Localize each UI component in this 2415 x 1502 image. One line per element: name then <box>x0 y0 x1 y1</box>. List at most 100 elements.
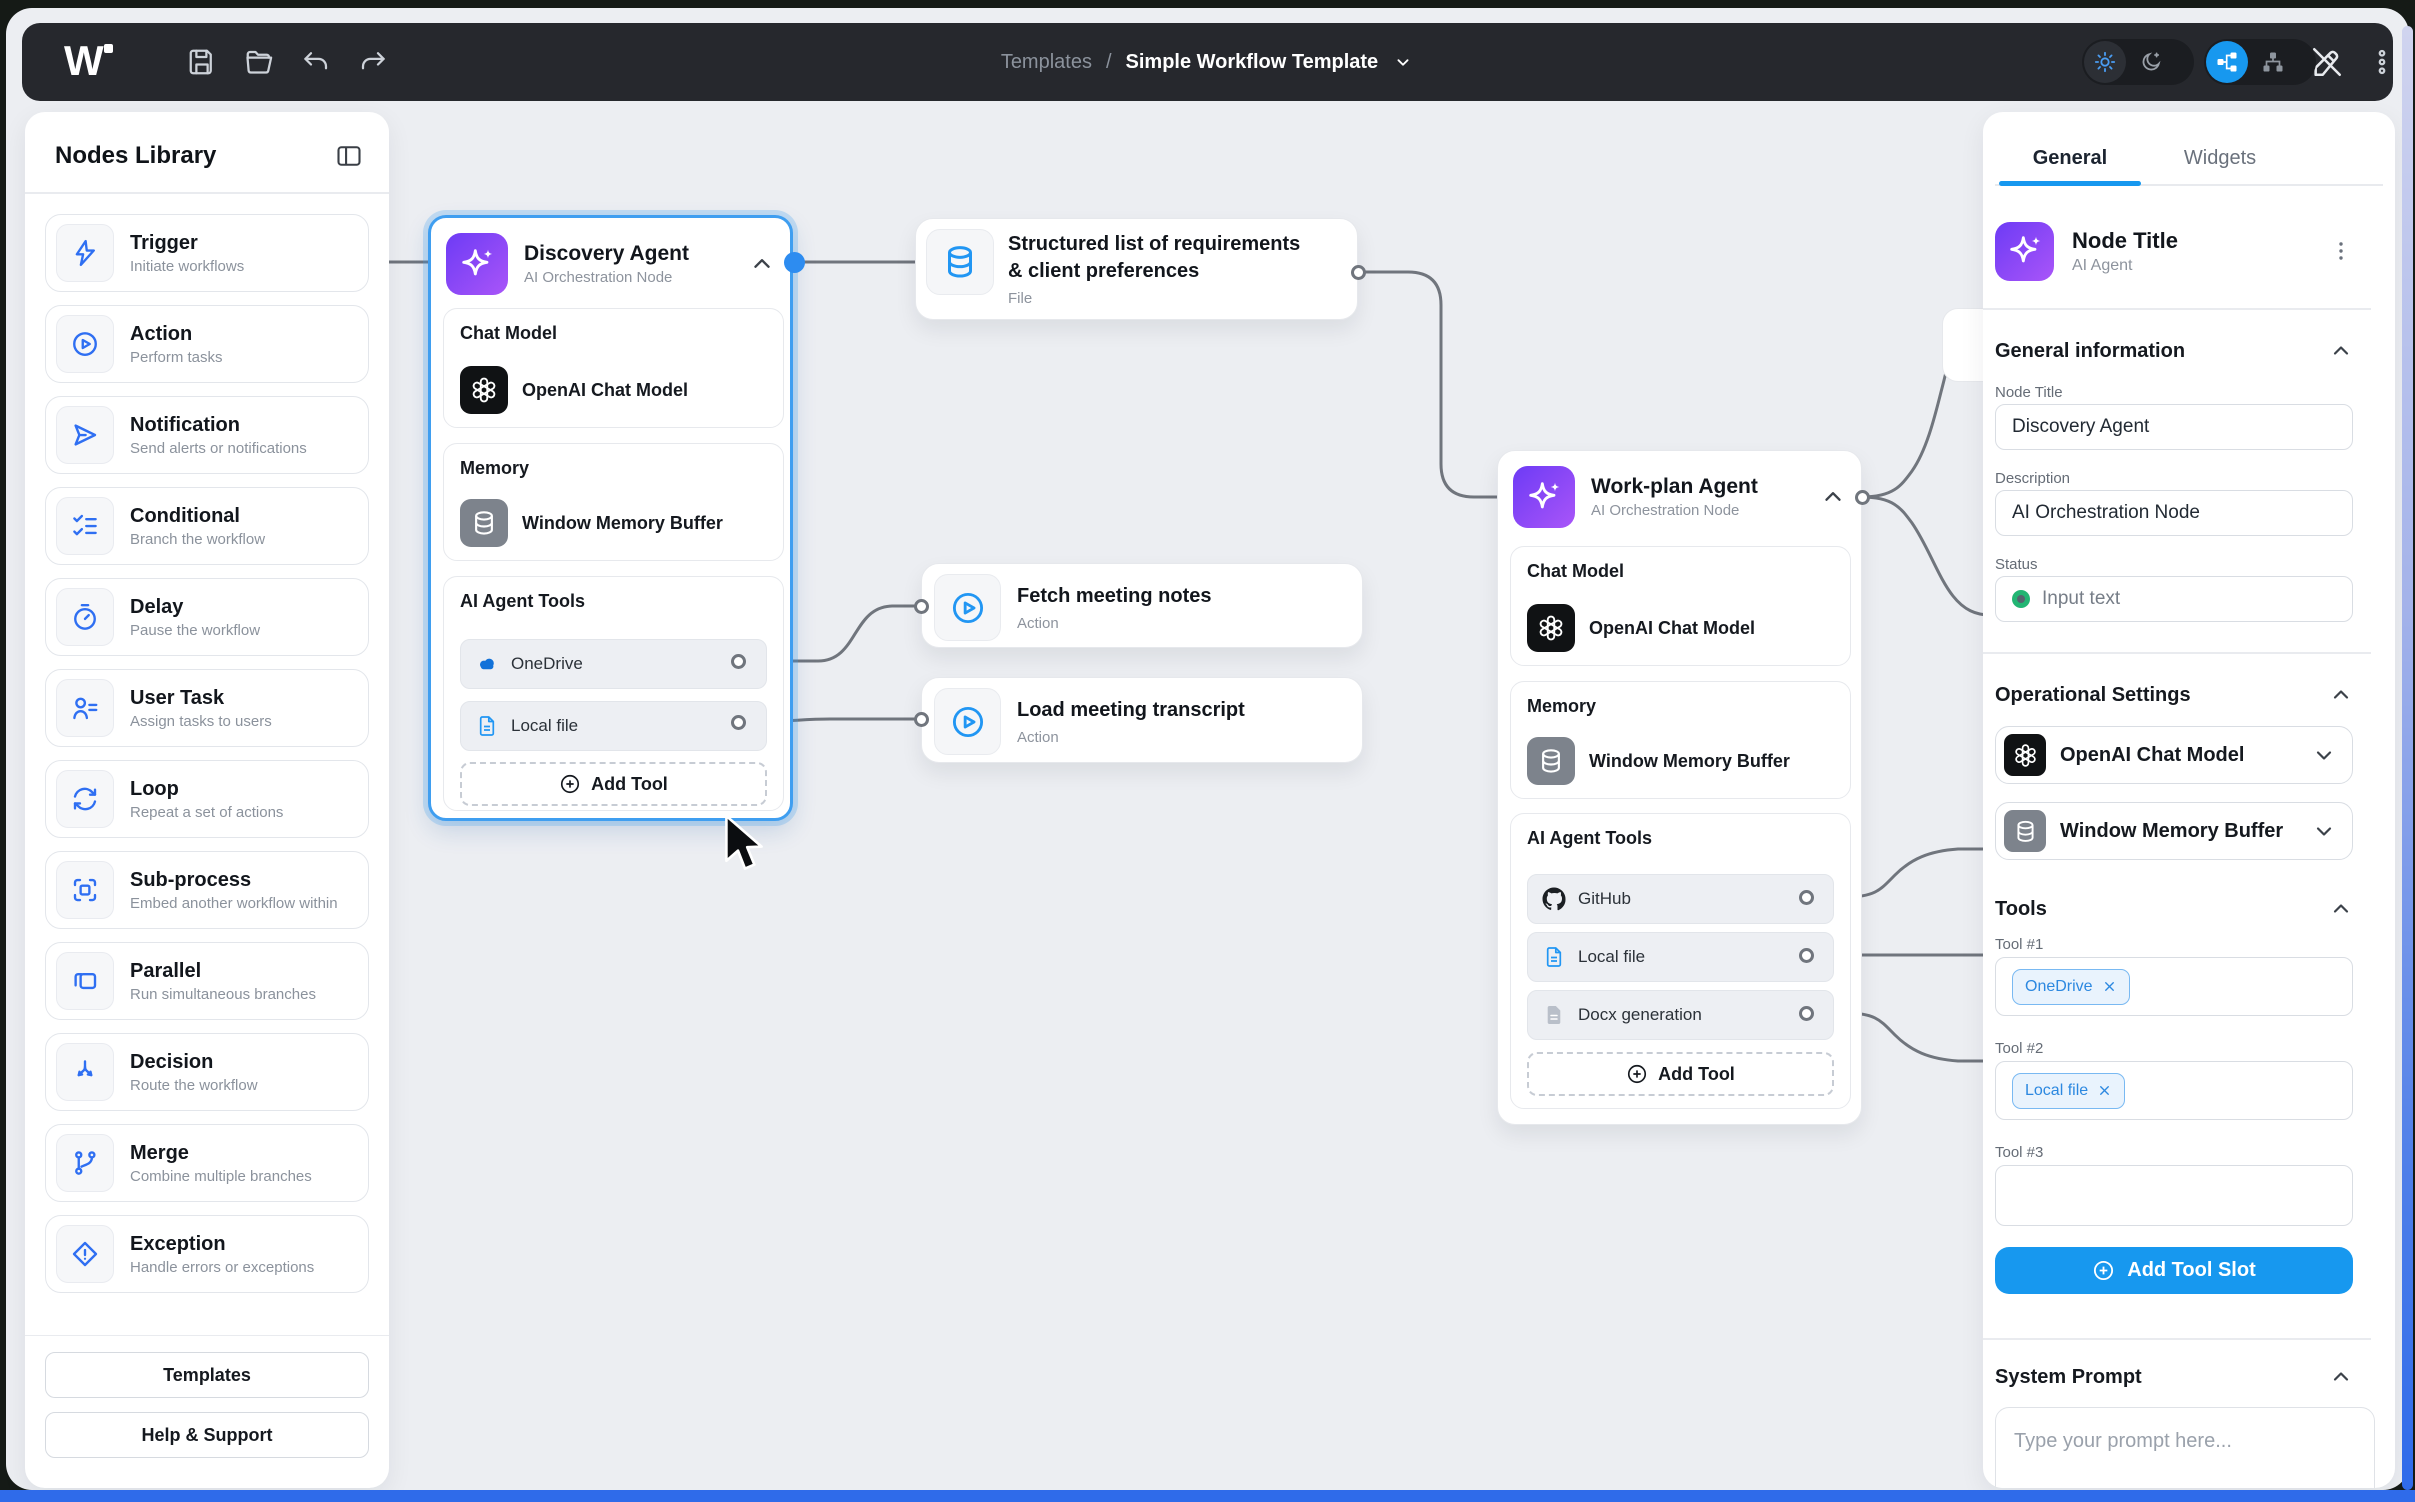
connector-port[interactable] <box>914 712 929 727</box>
section-label: Memory <box>460 458 530 478</box>
chevron-up-icon[interactable] <box>2329 1365 2353 1389</box>
connector-port-selected[interactable] <box>784 252 805 273</box>
app-logo[interactable]: W <box>64 37 113 85</box>
chat-model-section: Chat Model OpenAI Chat Model <box>443 308 784 428</box>
tool-2-label: Tool #2 <box>1995 1040 2044 1057</box>
add-tool-button[interactable]: Add Tool <box>1527 1052 1834 1096</box>
help-support-button[interactable]: Help & Support <box>45 1412 369 1458</box>
connector-port[interactable] <box>731 715 746 730</box>
connector-port[interactable] <box>914 599 929 614</box>
node-title-label: Node Title <box>1995 384 2063 401</box>
breadcrumb-section[interactable]: Templates <box>1000 50 1092 73</box>
chevron-up-icon[interactable] <box>2329 683 2353 707</box>
properties-panel: General Widgets Node Title AI Agent Gene… <box>1983 112 2395 1488</box>
collapse-chevron-icon[interactable] <box>749 251 775 277</box>
connector-port[interactable] <box>1799 1006 1814 1021</box>
dark-mode-button[interactable] <box>2130 41 2172 83</box>
status-dot-icon <box>2012 590 2030 608</box>
node-load-meeting-transcript[interactable]: Load meeting transcript Action <box>921 677 1363 763</box>
memory-select[interactable]: Window Memory Buffer <box>1995 802 2353 860</box>
node-header[interactable]: Work-plan Agent AI Orchestration Node <box>1513 466 1846 528</box>
tool-row-local-file[interactable]: Local file <box>1527 932 1834 982</box>
chevron-up-icon[interactable] <box>2329 339 2353 363</box>
node-title-field[interactable] <box>1995 404 2353 450</box>
node-fetch-meeting-notes[interactable]: Fetch meeting notes Action <box>921 563 1363 648</box>
edit-off-icon[interactable] <box>2310 45 2344 79</box>
tool-chip-local-file[interactable]: Local file <box>2012 1072 2126 1109</box>
node-discovery-agent[interactable]: Discovery Agent AI Orchestration Node Ch… <box>428 215 793 821</box>
operational-settings-header[interactable]: Operational Settings <box>1995 678 2353 712</box>
node-structured-output[interactable]: Structured list of requirements& client … <box>915 218 1358 320</box>
tool-chip-onedrive[interactable]: OneDrive <box>2012 968 2130 1005</box>
section-label: AI Agent Tools <box>460 591 585 611</box>
undo-icon[interactable] <box>301 47 331 77</box>
divider <box>1983 308 2371 310</box>
save-icon[interactable] <box>187 47 217 77</box>
status-field[interactable]: Input text <box>1995 576 2353 622</box>
chat-model-select[interactable]: OpenAI Chat Model <box>1995 726 2353 784</box>
description-field[interactable] <box>1995 490 2353 536</box>
close-icon[interactable] <box>2102 979 2117 994</box>
chat-model-section: Chat Model OpenAI Chat Model <box>1510 546 1851 666</box>
add-tool-label: Add Tool <box>591 773 668 794</box>
github-icon <box>1542 887 1566 911</box>
kebab-menu-icon[interactable] <box>2367 47 2397 77</box>
node-header[interactable]: Discovery Agent AI Orchestration Node <box>446 233 775 295</box>
vertical-layout-button[interactable] <box>2252 41 2294 83</box>
tool-2-field[interactable]: Local file <box>1995 1061 2353 1120</box>
chat-model-value: OpenAI Chat Model <box>1589 617 1755 638</box>
chevron-up-icon[interactable] <box>2329 897 2353 921</box>
connector-port[interactable] <box>1799 890 1814 905</box>
system-prompt-header[interactable]: System Prompt <box>1995 1360 2353 1394</box>
redo-icon[interactable] <box>358 47 388 77</box>
breadcrumb-title[interactable]: Simple Workflow Template <box>1125 50 1379 73</box>
section-label: Memory <box>1527 696 1597 716</box>
tool-row-local-file[interactable]: Local file <box>460 701 767 751</box>
tab-general[interactable]: General <box>1995 132 2145 186</box>
add-tool-slot-button[interactable]: Add Tool Slot <box>1995 1247 2353 1294</box>
tool-row-onedrive[interactable]: OneDrive <box>460 639 767 689</box>
connector-port[interactable] <box>1351 265 1366 280</box>
collapse-chevron-icon[interactable] <box>1820 484 1846 510</box>
tool-1-field[interactable]: OneDrive <box>1995 957 2353 1016</box>
tool-row-github[interactable]: GitHub <box>1527 874 1834 924</box>
node-workplan-agent[interactable]: Work-plan Agent AI Orchestration Node Ch… <box>1497 450 1862 1125</box>
loop-icon <box>56 769 114 828</box>
mouse-cursor <box>725 814 763 870</box>
kebab-menu-icon[interactable] <box>2329 239 2353 263</box>
general-information-header[interactable]: General information <box>1995 334 2353 368</box>
templates-button[interactable]: Templates <box>45 1352 369 1398</box>
panel-collapse-icon[interactable] <box>335 142 363 170</box>
connector-port[interactable] <box>1799 948 1814 963</box>
open-folder-icon[interactable] <box>244 47 274 77</box>
system-prompt-textarea[interactable] <box>1995 1407 2375 1488</box>
node-card-subtitle: AI Agent <box>2072 256 2133 274</box>
add-tool-button[interactable]: Add Tool <box>460 762 767 806</box>
decision-icon <box>56 1042 114 1101</box>
tab-widgets[interactable]: Widgets <box>2183 146 2257 169</box>
tool-label: Local file <box>1578 947 1646 966</box>
tools-header[interactable]: Tools <box>1995 892 2353 926</box>
light-mode-button[interactable] <box>2084 41 2126 83</box>
horizontal-layout-button[interactable] <box>2206 41 2248 83</box>
close-icon[interactable] <box>2097 1083 2112 1098</box>
breadcrumb-separator: / <box>1105 50 1112 73</box>
chevron-down-icon[interactable] <box>1392 51 1414 73</box>
connector-port[interactable] <box>1855 490 1870 505</box>
tool-3-field[interactable] <box>1995 1165 2353 1226</box>
connector-port[interactable] <box>731 654 746 669</box>
tool-row-docx[interactable]: Docx generation <box>1527 990 1834 1040</box>
database-icon <box>1527 737 1575 785</box>
